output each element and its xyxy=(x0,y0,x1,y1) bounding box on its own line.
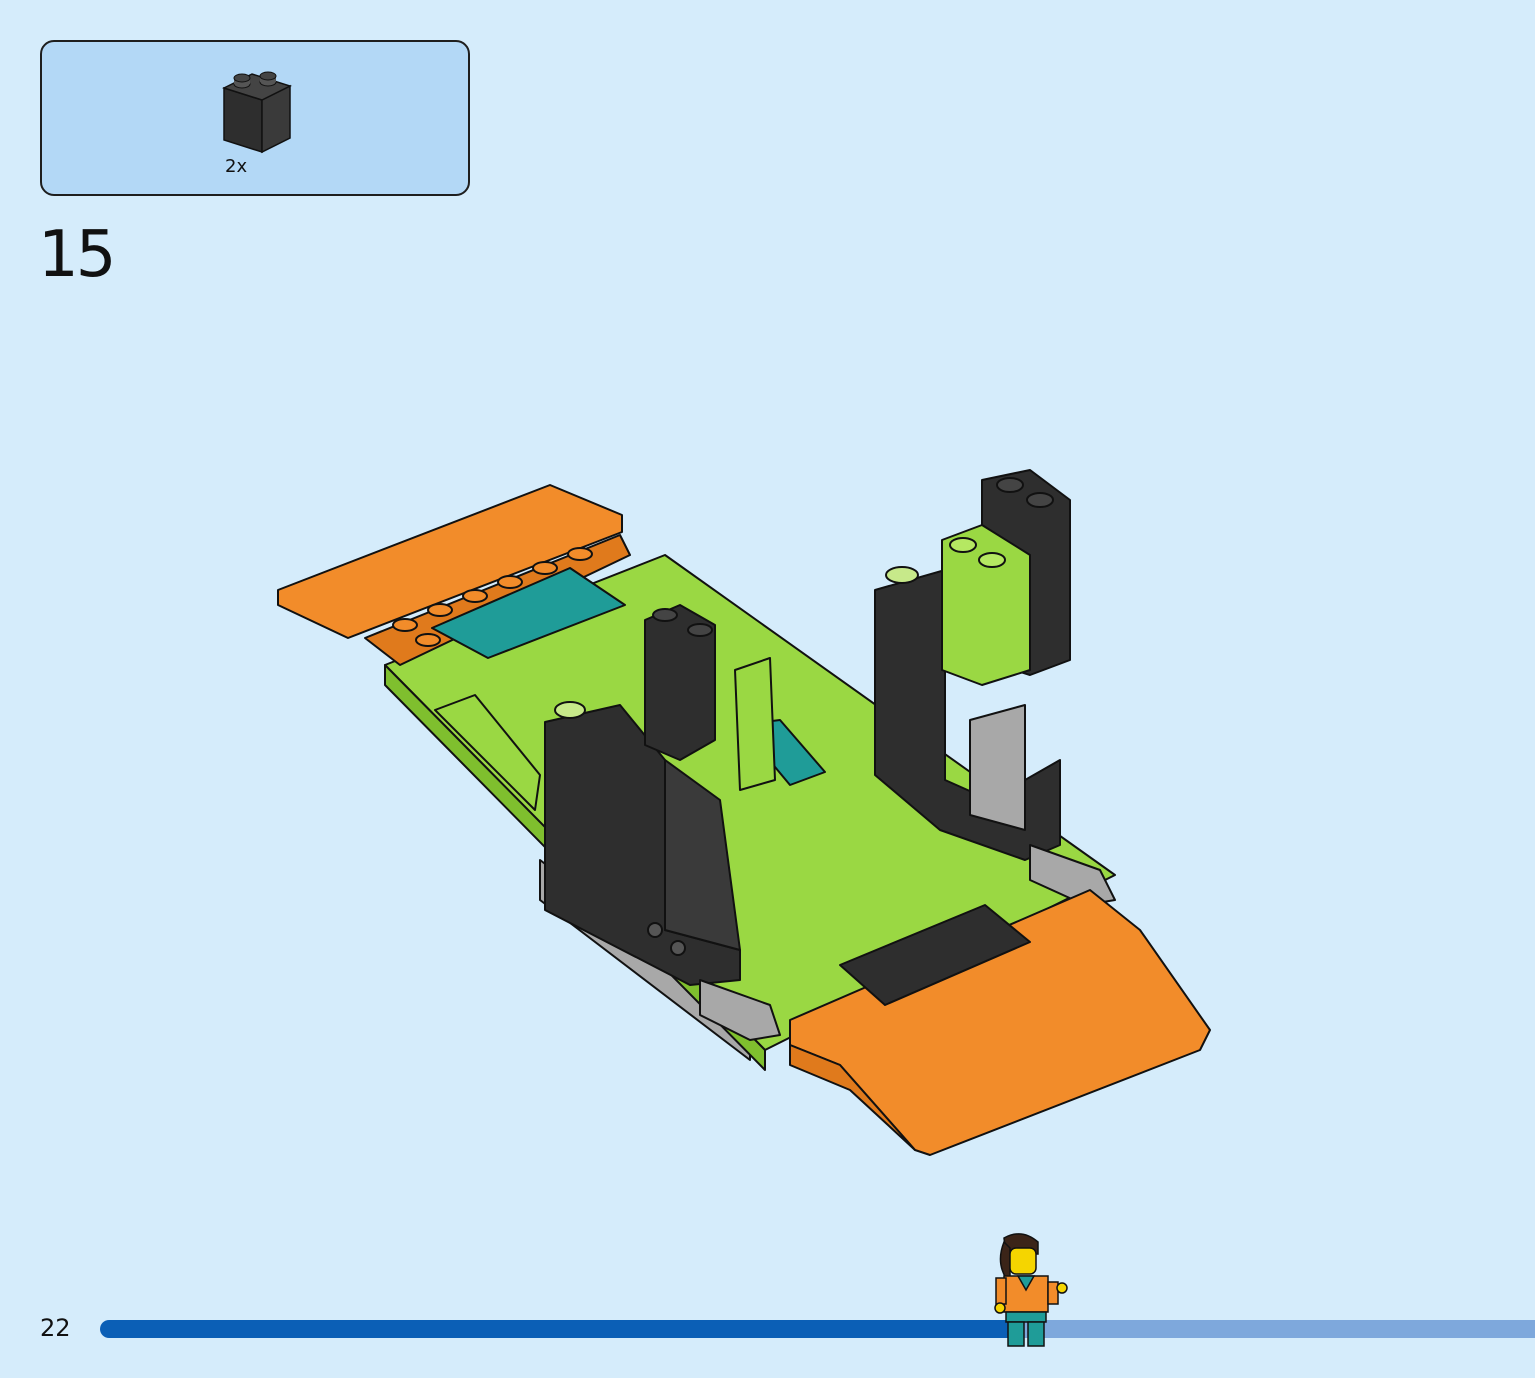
step-number: 15 xyxy=(38,218,116,292)
left-tall-brick xyxy=(644,604,716,761)
build-step-illustration xyxy=(277,469,1211,1156)
orange-back-ramp xyxy=(277,484,623,639)
page-number: 22 xyxy=(40,1314,71,1342)
lime-brick-left xyxy=(734,657,776,791)
part-quantity: 2x xyxy=(225,156,248,177)
orange-studs xyxy=(392,547,593,647)
lime-brick-right xyxy=(941,524,1031,686)
black-brick-part-icon xyxy=(222,71,292,154)
black-ramp-wedge xyxy=(839,904,1031,1006)
progress-bar-fill xyxy=(100,1320,1019,1338)
teal-tile-back xyxy=(431,567,626,659)
progress-bar xyxy=(100,1320,1535,1338)
minifigure-progress-marker xyxy=(994,1233,1068,1347)
parts-callout: 2x xyxy=(40,40,470,196)
